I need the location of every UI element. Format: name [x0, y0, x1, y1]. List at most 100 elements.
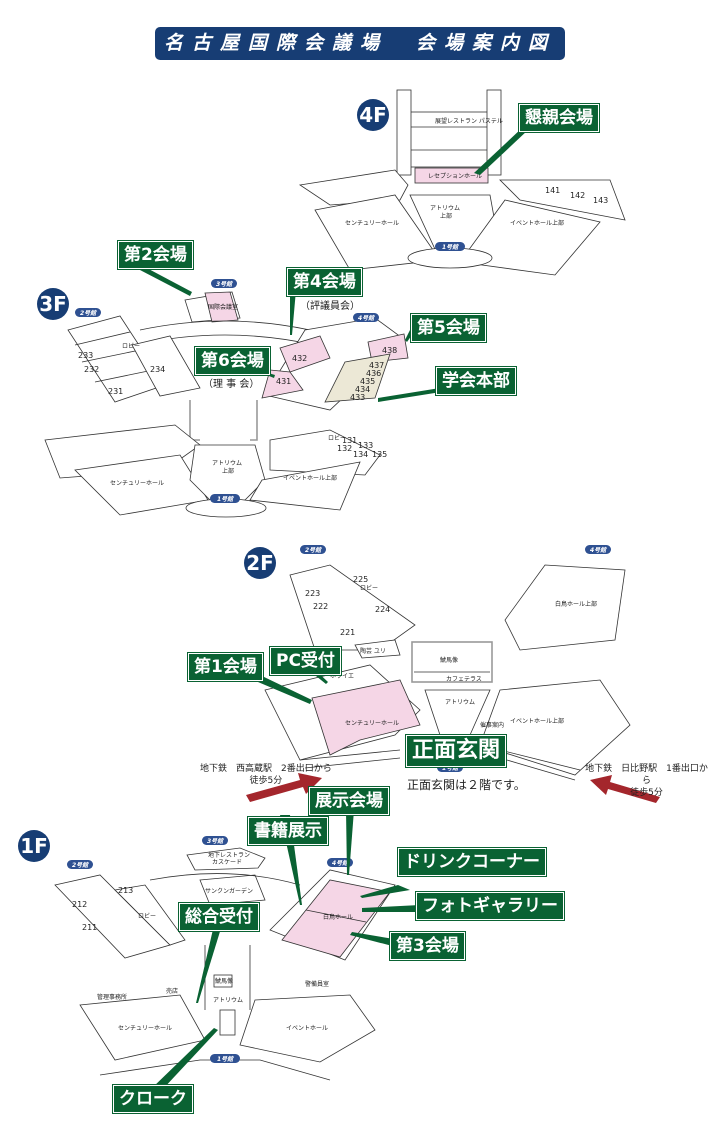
direction-right-text: 地下鉄 日比野駅 1番出口から 徒歩5分: [585, 764, 708, 798]
svg-text:234: 234: [150, 365, 165, 374]
rooms-433-437: [324, 353, 391, 403]
svg-text:ロビー: ロビー: [122, 342, 140, 350]
floor-badge-4f-label: 4F: [359, 103, 387, 127]
svg-text:232: 232: [84, 365, 99, 374]
svg-text:134: 134: [353, 450, 368, 459]
callout-venue-4-note: （評議員会）: [300, 301, 360, 312]
svg-text:レセプションホール: レセプションホール: [428, 173, 482, 180]
svg-text:上部: 上部: [222, 467, 234, 475]
svg-text:132: 132: [337, 444, 352, 453]
callout-drink-corner[interactable]: ドリンクコーナー: [397, 847, 547, 877]
room-reception-hall: [414, 167, 489, 184]
svg-text:管理事務所: 管理事務所: [97, 993, 127, 1001]
svg-text:サンクンガーデン: サンクンガーデン: [205, 887, 253, 895]
svg-text:135: 135: [372, 450, 387, 459]
svg-text:イベントホール上部: イベントホール上部: [283, 474, 337, 482]
callout-venue-6-note: （理 事 会）: [203, 379, 260, 390]
callout-venue-5[interactable]: 第5会場: [410, 313, 487, 343]
svg-text:432: 432: [292, 354, 307, 363]
svg-text:224: 224: [375, 605, 390, 614]
map-title: 名古屋国際会議場 会場案内図: [155, 27, 565, 60]
callout-cloakroom[interactable]: クローク: [112, 1084, 194, 1114]
callout-venue-2[interactable]: 第2会場: [117, 240, 194, 270]
room-restaurant-pastel: 展望レストラン パステル: [435, 117, 503, 125]
callout-photo-gallery[interactable]: フォトギャラリー: [415, 891, 565, 921]
svg-text:436: 436: [366, 369, 381, 378]
svg-text:1号館: 1号館: [217, 1055, 234, 1063]
svg-text:221: 221: [340, 628, 355, 637]
callout-social-venue[interactable]: 懇親会場: [518, 103, 600, 133]
direction-left-text: 地下鉄 西高蔵駅 2番出口から 徒歩5分: [200, 764, 332, 786]
svg-text:アトリウム: アトリウム: [430, 204, 460, 212]
svg-text:225: 225: [353, 575, 368, 584]
room-432: [279, 335, 331, 373]
callout-book-exhibit[interactable]: 書籍展示: [247, 816, 329, 846]
callout-venue-3[interactable]: 第3会場: [389, 931, 466, 961]
callout-main-entrance[interactable]: 正面玄関: [404, 734, 508, 768]
svg-text:上部: 上部: [440, 212, 452, 220]
svg-text:223: 223: [305, 589, 320, 598]
svg-text:1号館: 1号館: [442, 243, 459, 251]
svg-text:ロビー: ロビー: [328, 434, 346, 442]
svg-text:433: 433: [350, 393, 365, 402]
callout-general-reception[interactable]: 総合受付: [178, 902, 260, 932]
svg-text:催事案内: 催事案内: [480, 721, 504, 729]
floor-badge-3f: 3F: [37, 288, 69, 320]
floor-3f-plan: 国際会議室 3号館 233 232 231 234 ロビー 2号館 432 43…: [44, 266, 441, 518]
room-international-conference: [204, 291, 239, 323]
svg-text:売店: 売店: [166, 987, 178, 995]
room-438: [367, 333, 409, 363]
svg-text:センチュリーホール: センチュリーホール: [110, 480, 164, 487]
callout-venue-1[interactable]: 第1会場: [187, 652, 264, 682]
svg-text:141: 141: [545, 186, 560, 195]
svg-text:イベントホール上部: イベントホール上部: [510, 717, 564, 725]
svg-text:3号館: 3号館: [207, 837, 224, 845]
direction-hibino: 地下鉄 日比野駅 1番出口から 徒歩5分: [583, 763, 710, 799]
svg-text:435: 435: [360, 377, 375, 386]
entrance-note: 正面玄関は２階です。: [407, 778, 526, 792]
svg-text:イベントホール: イベントホール: [286, 1025, 328, 1032]
callout-venue-6[interactable]: 第6会場: [194, 346, 271, 376]
svg-text:警備員室: 警備員室: [305, 980, 329, 988]
floor-badge-4f: 4F: [357, 99, 389, 131]
svg-text:イベントホール上部: イベントホール上部: [510, 219, 564, 227]
callout-venue-4[interactable]: 第4会場: [286, 267, 363, 297]
svg-text:2号館: 2号館: [80, 309, 97, 317]
svg-text:143: 143: [593, 196, 608, 205]
svg-text:鯱馬像: 鯱馬像: [215, 977, 233, 985]
svg-text:4号館: 4号館: [590, 546, 607, 554]
svg-text:4号館: 4号館: [332, 859, 349, 867]
svg-text:1号館: 1号館: [442, 764, 459, 772]
svg-text:センチュリーホール: センチュリーホール: [345, 720, 399, 727]
svg-text:231: 231: [108, 387, 123, 396]
floor-badge-3f-label: 3F: [39, 292, 67, 316]
svg-text:438: 438: [382, 346, 397, 355]
svg-text:センチュリーホール: センチュリーホール: [118, 1025, 172, 1032]
svg-text:212: 212: [72, 900, 87, 909]
svg-text:133: 133: [358, 441, 373, 450]
room-century-hall-2f: [311, 679, 421, 756]
svg-text:142: 142: [570, 191, 585, 200]
floor-badge-1f: 1F: [18, 830, 50, 862]
svg-text:211: 211: [82, 923, 97, 932]
svg-text:434: 434: [355, 385, 370, 394]
svg-text:437: 437: [369, 361, 384, 370]
svg-text:アトリウム: アトリウム: [213, 996, 243, 1004]
svg-text:ロビー: ロビー: [138, 912, 156, 920]
svg-text:2号館: 2号館: [305, 546, 322, 554]
svg-text:白鳥ホール上部: 白鳥ホール上部: [555, 600, 597, 608]
svg-text:鯱馬像: 鯱馬像: [440, 656, 458, 664]
svg-text:431: 431: [276, 377, 291, 386]
callout-pc-reception[interactable]: PC受付: [269, 646, 342, 676]
floor-4f-plan: 展望レストラン パステル レセプションホール センチュリーホール アトリウム 上…: [298, 89, 626, 276]
svg-text:白鳥ホール: 白鳥ホール: [323, 913, 353, 921]
svg-text:ロビー: ロビー: [360, 584, 378, 592]
svg-text:アトリウム: アトリウム: [212, 459, 242, 467]
floor-2f-plan: 2号館 225 ロビー 223 222 224 221 陶芸 ユリ 鯱馬像 カフ…: [246, 545, 660, 803]
svg-text:陶芸 ユリ: 陶芸 ユリ: [360, 647, 386, 655]
svg-text:213: 213: [118, 886, 133, 895]
svg-text:アトリウム: アトリウム: [445, 698, 475, 706]
callout-society-hq[interactable]: 学会本部: [435, 366, 517, 396]
callout-exhibition-hall[interactable]: 展示会場: [308, 786, 390, 816]
